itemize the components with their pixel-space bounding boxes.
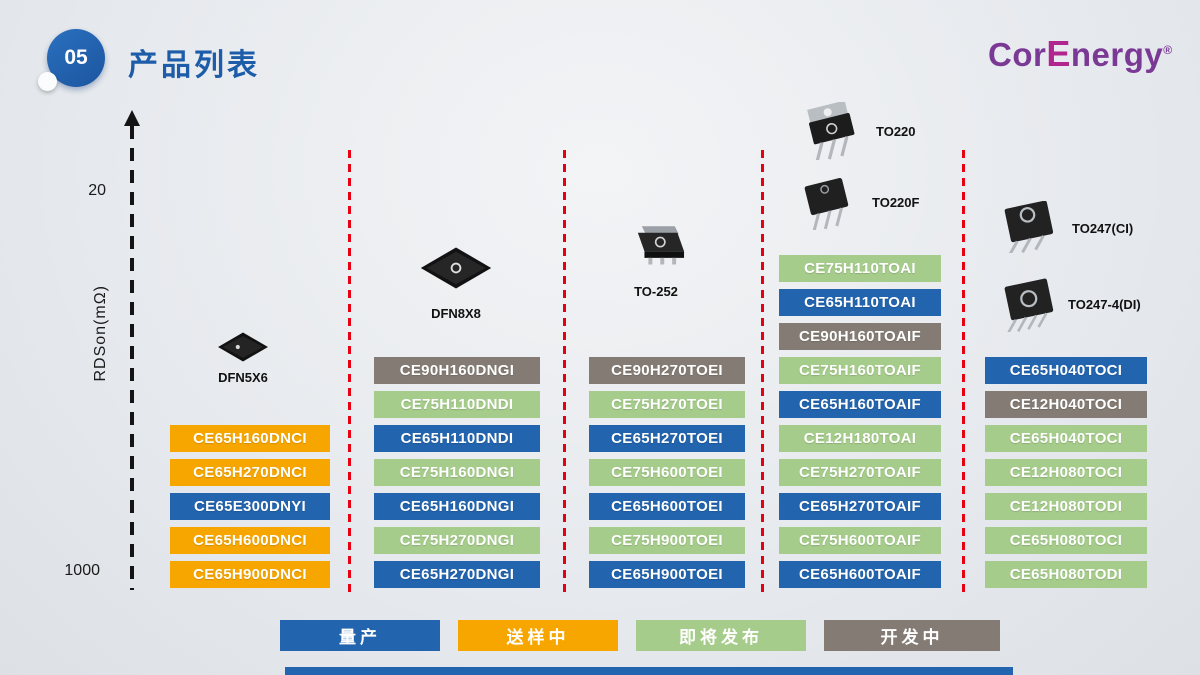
product-chip: CE65H080TODI bbox=[985, 561, 1147, 588]
registered-mark: ® bbox=[1163, 43, 1173, 57]
product-column-to247: CE65H040TOCI CE12H040TOCI CE65H040TOCI CE12… bbox=[985, 357, 1147, 588]
dfn5x6-package-label: DFN5X6 bbox=[218, 370, 268, 385]
slide-number: 05 bbox=[64, 46, 88, 69]
product-chip: CE65H040TOCI bbox=[985, 357, 1147, 384]
product-chip: CE65H270TOEI bbox=[589, 425, 745, 452]
slide-number-badge: 05 bbox=[47, 29, 105, 87]
product-chip: CE65H600DNCI bbox=[170, 527, 330, 554]
product-chip: CE75H160DNGI bbox=[374, 459, 540, 486]
product-chip: CE65H110DNDI bbox=[374, 425, 540, 452]
product-chip: CE65H270DNCI bbox=[170, 459, 330, 486]
product-chip: CE12H180TOAI bbox=[779, 425, 941, 452]
product-chip: CE75H900TOEI bbox=[589, 527, 745, 554]
column-separator bbox=[563, 150, 566, 592]
product-chip: CE12H080TODI bbox=[985, 493, 1147, 520]
page-title: 产品列表 bbox=[128, 49, 260, 82]
axis-label-rdson: RDSon(mΩ) bbox=[92, 285, 109, 382]
to247ci-package-label: TO247(CI) bbox=[1072, 221, 1134, 236]
product-chip: CE75H110DNDI bbox=[374, 391, 540, 418]
product-chip: CE90H270TOEI bbox=[589, 357, 745, 384]
product-chip: CE65H160DNCI bbox=[170, 425, 330, 452]
to220f-package-icon bbox=[788, 176, 862, 230]
product-chip: CE75H270TOAIF bbox=[779, 459, 941, 486]
dfn8x8-package-label: DFN8X8 bbox=[431, 306, 481, 321]
product-chip: CE65E300DNYI bbox=[170, 493, 330, 520]
column-separator bbox=[348, 150, 351, 592]
dfn5x6-package-icon bbox=[217, 331, 269, 363]
product-chip: CE90H160TOAIF bbox=[779, 323, 941, 350]
product-chip: CE65H900DNCI bbox=[170, 561, 330, 588]
product-chip: CE75H110TOAI bbox=[779, 255, 941, 282]
product-chip: CE75H270DNGI bbox=[374, 527, 540, 554]
to252-package-icon bbox=[622, 222, 688, 270]
product-chip: CE65H900TOEI bbox=[589, 561, 745, 588]
legend-item: 即将发布 bbox=[636, 620, 806, 651]
product-column-dfn8x8: CE90H160DNGI CE75H110DNDI CE65H110DNDI CE75… bbox=[374, 357, 540, 588]
legend-item: 送样中 bbox=[458, 620, 618, 651]
product-chip: CE65H040TOCI bbox=[985, 425, 1147, 452]
product-chip: CE65H270DNGI bbox=[374, 561, 540, 588]
corenergy-logo: CorEnergy® bbox=[988, 33, 1173, 75]
legend-item: 开发中 bbox=[824, 620, 1000, 651]
product-column-dfn5x6: CE65H160DNCI CE65H270DNCI CE65E300DNYI CE65… bbox=[170, 425, 330, 588]
axis-tick-20: 20 bbox=[88, 182, 106, 199]
to247ci-package-icon bbox=[983, 201, 1065, 253]
axis-tick-1000: 1000 bbox=[64, 562, 100, 579]
column-separator bbox=[761, 150, 764, 592]
logo-e-mark: E bbox=[1046, 33, 1071, 74]
product-chip: CE75H600TOEI bbox=[589, 459, 745, 486]
to247-4di-package-icon bbox=[983, 278, 1065, 332]
logo-text-cor: Cor bbox=[988, 36, 1047, 73]
legend: 量产送样中即将发布开发中 bbox=[0, 620, 1200, 651]
column-separator bbox=[962, 150, 965, 592]
to220f-package-label: TO220F bbox=[872, 195, 920, 210]
product-chip: CE65H600TOAIF bbox=[779, 561, 941, 588]
footer-bar bbox=[285, 667, 1013, 675]
product-chip: CE75H600TOAIF bbox=[779, 527, 941, 554]
product-chip: CE65H270TOAIF bbox=[779, 493, 941, 520]
logo-text-nergy: nergy bbox=[1070, 36, 1164, 73]
product-chip: CE65H080TOCI bbox=[985, 527, 1147, 554]
product-chip: CE12H080TOCI bbox=[985, 459, 1147, 486]
to220-package-label: TO220 bbox=[876, 124, 916, 139]
product-chip: CE65H160DNGI bbox=[374, 493, 540, 520]
product-chip: CE65H600TOEI bbox=[589, 493, 745, 520]
to252-package-label: TO-252 bbox=[634, 284, 678, 299]
axis-dashed-line bbox=[130, 126, 134, 590]
product-chip: CE75H160TOAIF bbox=[779, 357, 941, 384]
legend-item: 量产 bbox=[280, 620, 440, 651]
to247-4di-package-label: TO247-4(DI) bbox=[1068, 297, 1141, 312]
product-chip: CE65H160TOAIF bbox=[779, 391, 941, 418]
product-chip: CE12H040TOCI bbox=[985, 391, 1147, 418]
to220-package-icon bbox=[788, 102, 870, 160]
product-chip: CE65H110TOAI bbox=[779, 289, 941, 316]
axis-arrow-icon bbox=[124, 110, 140, 126]
product-column-to252: CE90H270TOEI CE75H270TOEI CE65H270TOEI CE75… bbox=[589, 357, 745, 588]
product-column-to220: CE75H110TOAI CE65H110TOAI CE90H160TOAIF CE7… bbox=[779, 255, 941, 588]
badge-dot bbox=[38, 72, 57, 91]
product-chip: CE75H270TOEI bbox=[589, 391, 745, 418]
product-chip: CE90H160DNGI bbox=[374, 357, 540, 384]
dfn8x8-package-icon bbox=[419, 246, 493, 290]
